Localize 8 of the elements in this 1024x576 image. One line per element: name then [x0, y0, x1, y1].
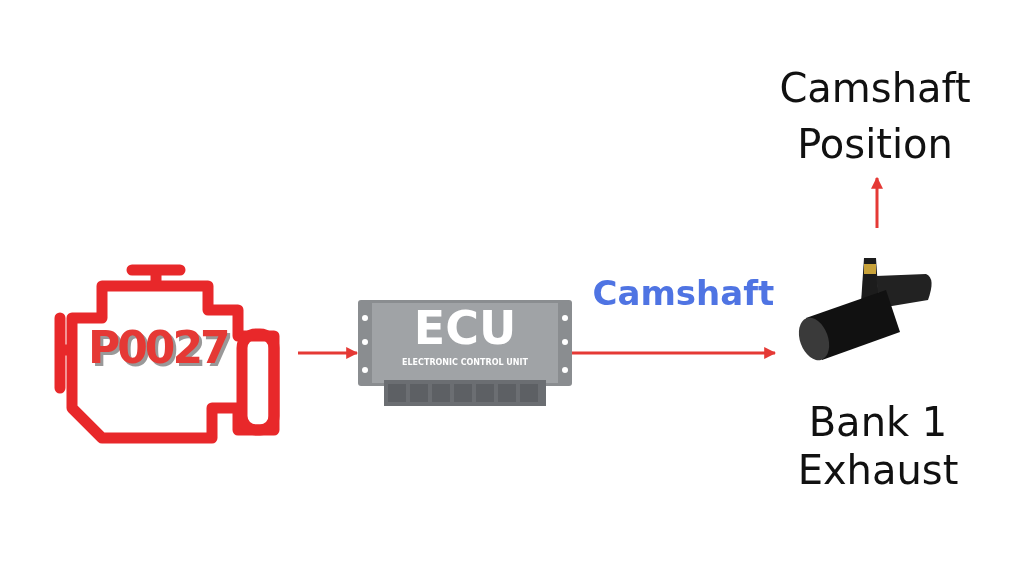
- arrow: [572, 347, 777, 359]
- output-label: Camshaft Position: [778, 64, 972, 169]
- arrow: [298, 347, 359, 359]
- unit-subtitle: ELECTRONIC CONTROL UNIT: [401, 358, 529, 367]
- arrow: [871, 176, 883, 228]
- error-code: P0027: [88, 322, 228, 373]
- sensor-caption: Bank 1 Exhaust: [796, 398, 960, 494]
- unit-title: ECU: [412, 302, 518, 354]
